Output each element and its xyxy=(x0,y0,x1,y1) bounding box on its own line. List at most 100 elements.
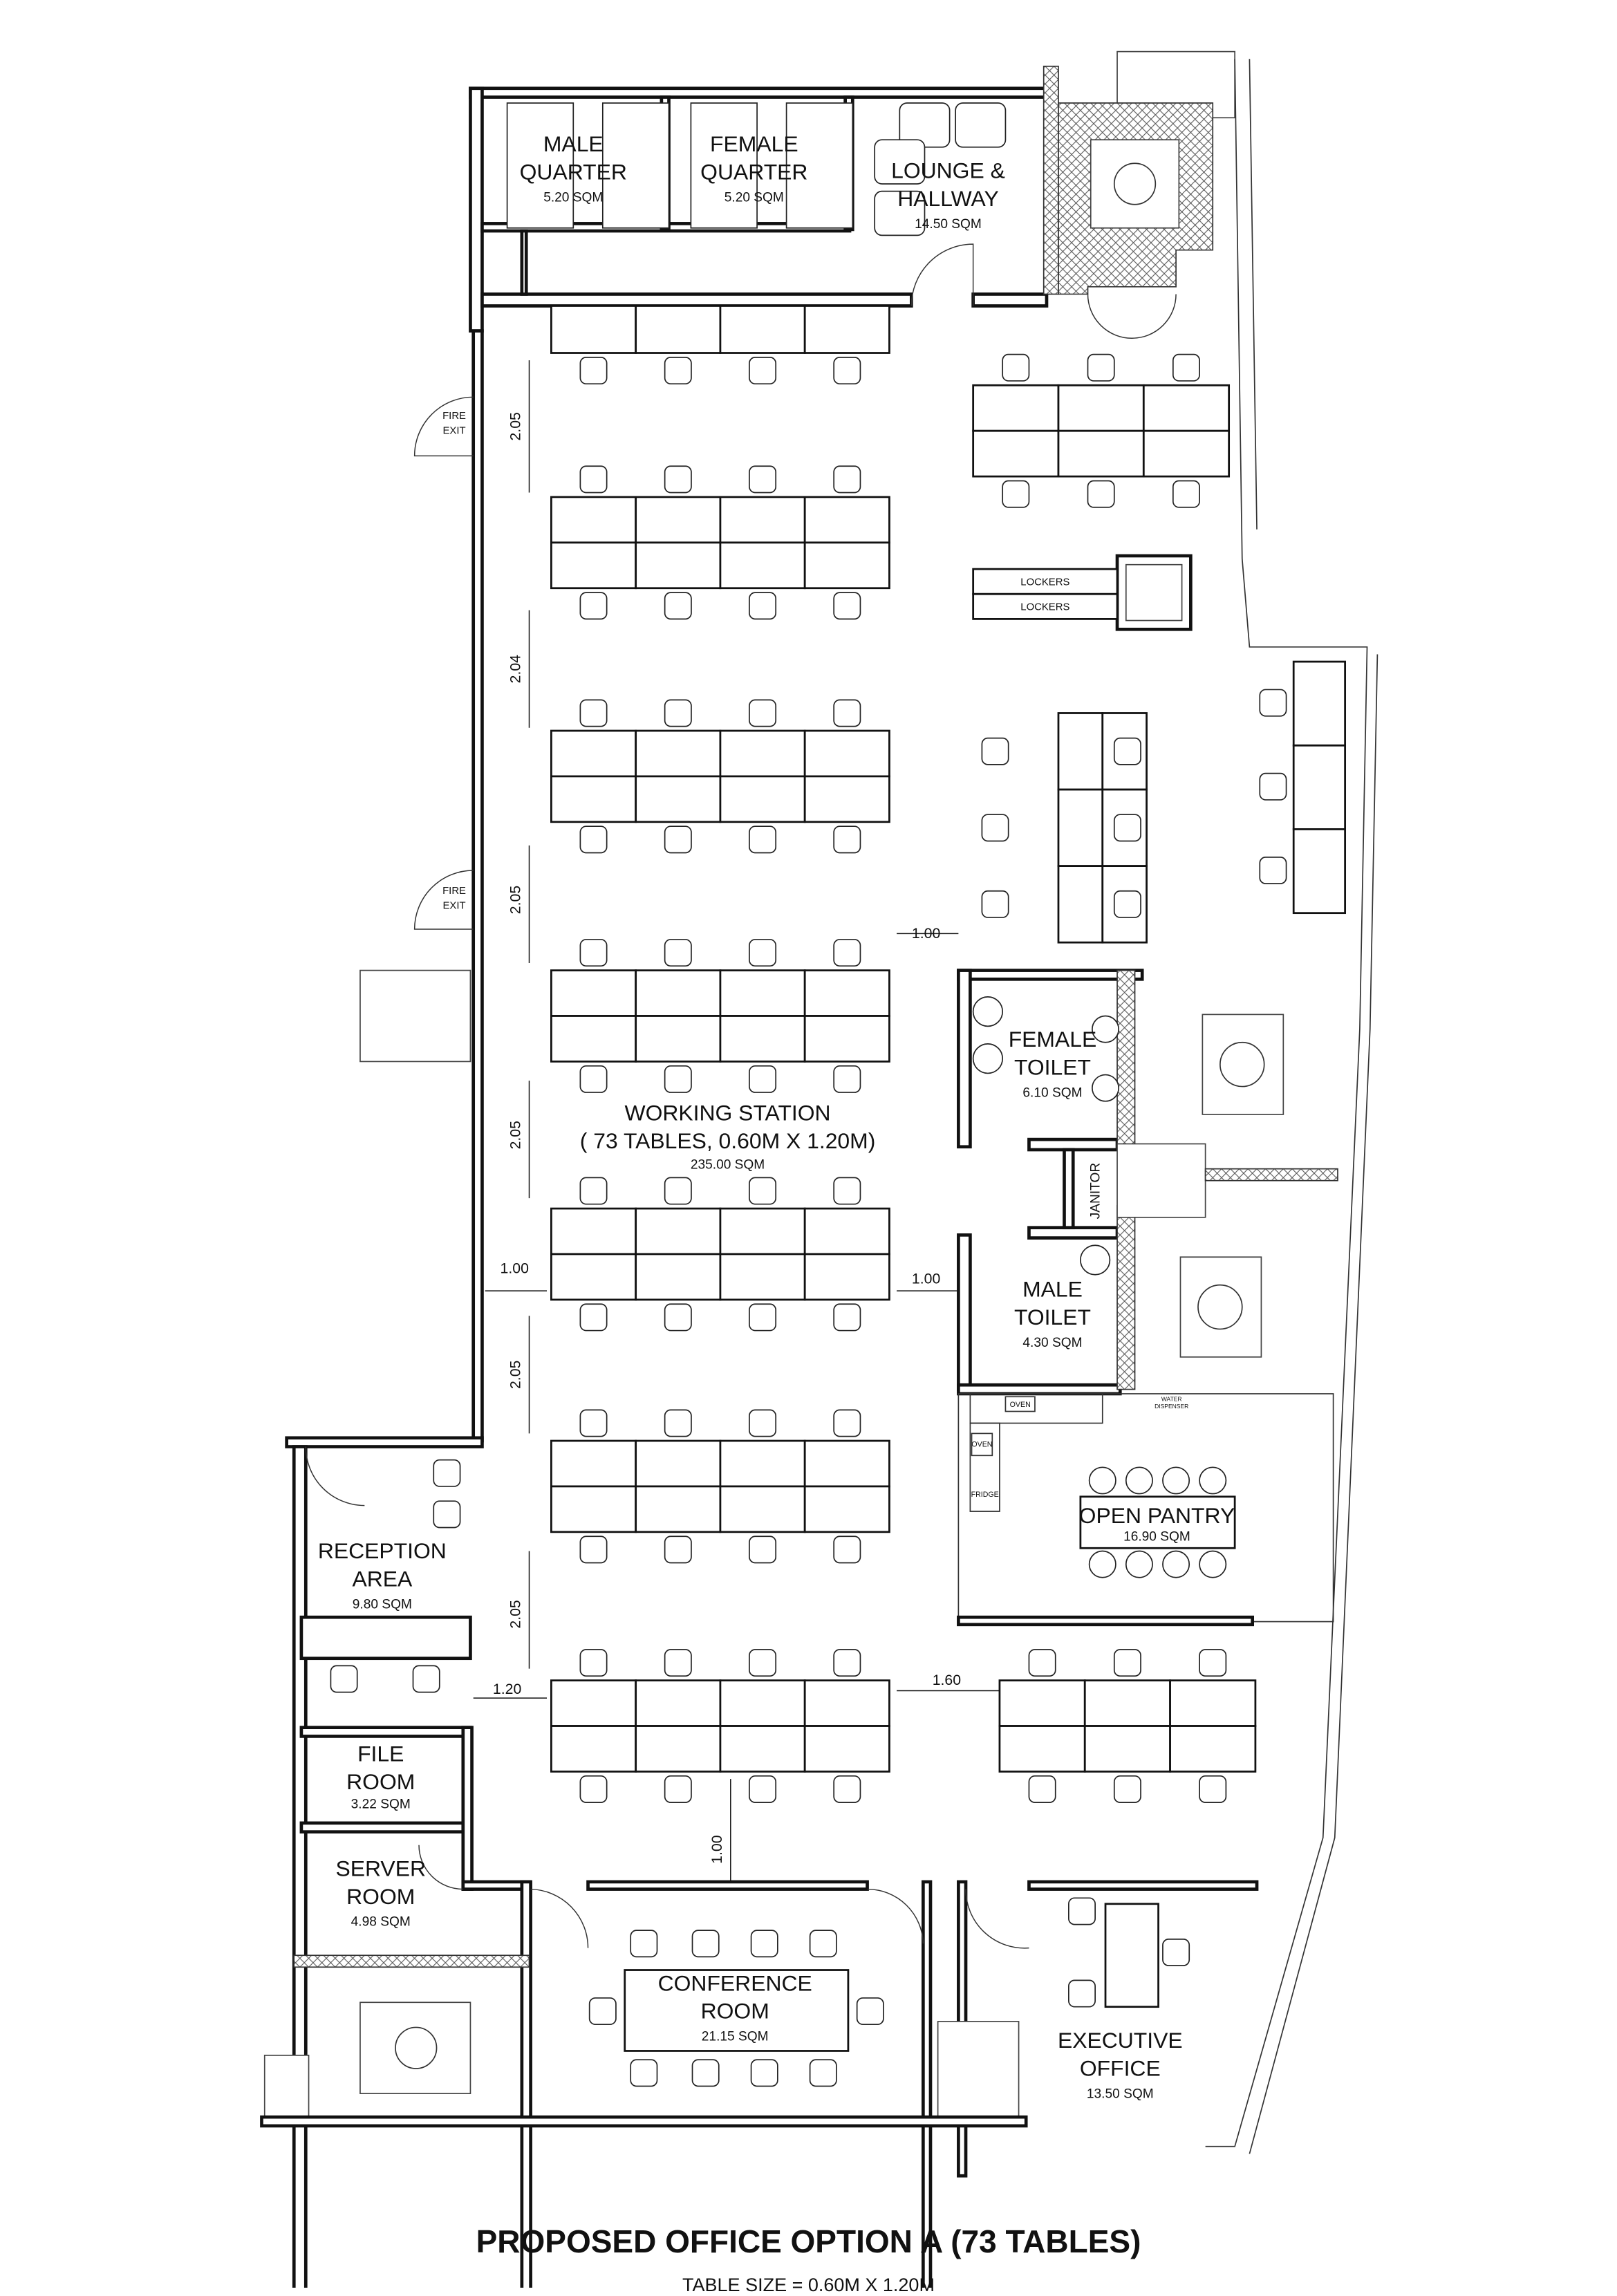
chair xyxy=(1259,857,1287,884)
room-label-conference: CONFERENCE ROOM 21.15 SQM xyxy=(658,1970,812,2044)
desk xyxy=(972,429,1060,478)
chair xyxy=(833,1065,861,1093)
svg-text:QUARTER: QUARTER xyxy=(520,160,627,185)
chair xyxy=(833,592,861,620)
chair xyxy=(833,1536,861,1564)
svg-text:5.20 SQM: 5.20 SQM xyxy=(725,191,784,205)
chair xyxy=(1068,1897,1096,1925)
fire-exit[interactable]: FIRE EXIT xyxy=(413,396,474,457)
stool xyxy=(1092,1074,1120,1102)
chair xyxy=(1162,1939,1190,1966)
desk xyxy=(719,1015,806,1063)
chair xyxy=(588,1997,617,2026)
svg-text:FEMALE: FEMALE xyxy=(710,131,798,156)
desk xyxy=(803,305,890,354)
desk xyxy=(803,1485,890,1533)
chair xyxy=(833,825,861,854)
desk xyxy=(719,1725,806,1773)
stool xyxy=(1125,1550,1153,1578)
svg-text:FILE: FILE xyxy=(357,1742,404,1766)
desk xyxy=(719,969,806,1017)
svg-text:OPEN PANTRY: OPEN PANTRY xyxy=(1079,1503,1235,1528)
desk xyxy=(803,729,890,778)
chair xyxy=(833,699,861,727)
svg-text:FIRE: FIRE xyxy=(442,886,466,897)
chair xyxy=(579,357,608,385)
svg-text:4.98 SQM: 4.98 SQM xyxy=(351,1915,411,1930)
dimension-label: 2.05 xyxy=(507,1121,524,1149)
chair xyxy=(1172,480,1200,508)
desk xyxy=(550,496,637,544)
chair xyxy=(833,1775,861,1803)
bed xyxy=(506,102,574,229)
chair xyxy=(664,592,692,620)
chair xyxy=(433,1500,461,1529)
svg-text:DISPENSER: DISPENSER xyxy=(1155,1403,1188,1410)
desk xyxy=(719,1439,806,1488)
svg-text:EXIT: EXIT xyxy=(443,425,466,436)
svg-text:HALLWAY: HALLWAY xyxy=(897,186,998,211)
svg-text:9.80 SQM: 9.80 SQM xyxy=(353,1597,412,1612)
svg-text:AREA: AREA xyxy=(352,1567,413,1592)
svg-text:RECEPTION: RECEPTION xyxy=(318,1538,447,1563)
svg-text:MALE: MALE xyxy=(1022,1277,1083,1302)
chair xyxy=(579,1177,608,1205)
desk xyxy=(803,775,890,823)
desk xyxy=(635,1485,722,1533)
desk xyxy=(803,1439,890,1488)
desk xyxy=(1169,1679,1257,1727)
desk xyxy=(1142,429,1231,478)
chair xyxy=(749,592,777,620)
chair xyxy=(664,1536,692,1564)
desk xyxy=(1057,384,1145,432)
chair xyxy=(749,699,777,727)
chair xyxy=(1087,480,1115,508)
desk xyxy=(635,729,722,778)
svg-text:JANITOR: JANITOR xyxy=(1089,1163,1103,1219)
desk xyxy=(1292,744,1347,830)
chair xyxy=(579,1649,608,1677)
bed xyxy=(690,102,758,229)
chair xyxy=(579,939,608,967)
svg-text:14.50 SQM: 14.50 SQM xyxy=(915,217,982,232)
chair xyxy=(1199,1775,1227,1803)
chair xyxy=(1113,1649,1141,1677)
svg-text:3.22 SQM: 3.22 SQM xyxy=(351,1798,411,1812)
desk xyxy=(998,1725,1086,1773)
chair xyxy=(691,1930,720,1958)
chair xyxy=(1259,689,1287,717)
fire-exit[interactable]: FIRE EXIT xyxy=(413,870,474,930)
desk xyxy=(803,1725,890,1773)
chair xyxy=(579,1775,608,1803)
room-label-male-toilet: MALE TOILET 4.30 SQM xyxy=(1014,1277,1091,1350)
svg-text:TOILET: TOILET xyxy=(1014,1305,1091,1329)
desk xyxy=(803,969,890,1017)
svg-text:4.30 SQM: 4.30 SQM xyxy=(1022,1336,1082,1350)
room-label-working-station: WORKING STATION ( 73 TABLES, 0.60M X 1.2… xyxy=(580,1100,876,1172)
room-label-male-quarter: MALE QUARTER 5.20 SQM xyxy=(520,131,627,205)
svg-text:EXECUTIVE: EXECUTIVE xyxy=(1058,2028,1183,2053)
desk xyxy=(719,775,806,823)
chair xyxy=(579,699,608,727)
desk xyxy=(550,729,637,778)
chair xyxy=(1259,772,1287,801)
desk xyxy=(719,1679,806,1727)
desk xyxy=(635,1679,722,1727)
desk xyxy=(635,496,722,544)
chair xyxy=(664,1065,692,1093)
room-label-executive: EXECUTIVE OFFICE 13.50 SQM xyxy=(1058,2028,1183,2101)
chair xyxy=(579,592,608,620)
chair xyxy=(749,1177,777,1205)
desk xyxy=(719,729,806,778)
svg-text:FRIDGE: FRIDGE xyxy=(971,1491,999,1499)
room-label-lounge: LOUNGE & HALLWAY 14.50 SQM xyxy=(891,158,1005,231)
svg-text:( 73 TABLES, 0.60M X 1.20M): ( 73 TABLES, 0.60M X 1.20M) xyxy=(580,1128,876,1153)
desk xyxy=(635,775,722,823)
desk xyxy=(635,541,722,590)
svg-text:13.50 SQM: 13.50 SQM xyxy=(1087,2087,1154,2102)
room-label-file-room: FILE ROOM 3.22 SQM xyxy=(346,1742,415,1812)
svg-text:5.20 SQM: 5.20 SQM xyxy=(543,191,603,205)
svg-text:CONFERENCE: CONFERENCE xyxy=(658,1970,812,1995)
